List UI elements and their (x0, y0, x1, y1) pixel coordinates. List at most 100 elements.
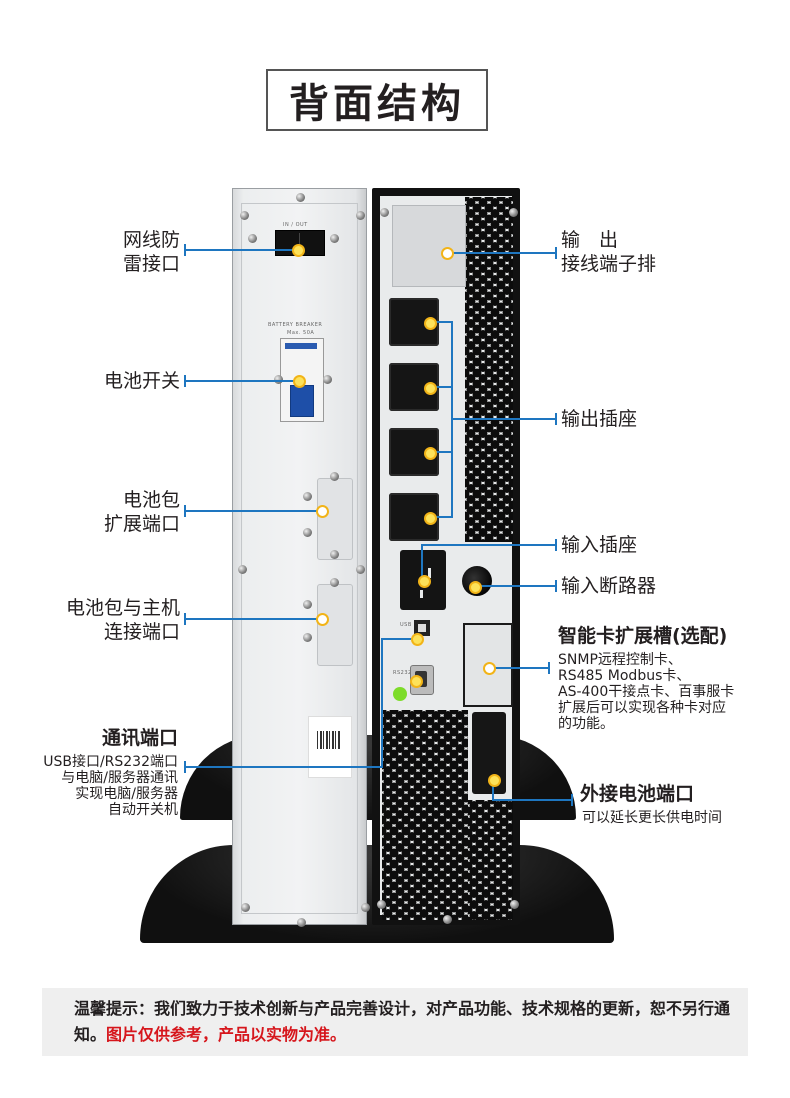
screw-icon (238, 565, 247, 574)
callout-line-battery-host (185, 618, 320, 620)
rj-port-label: IN / OUT (283, 222, 308, 228)
breaker-toggle (290, 385, 314, 417)
callout-line-outlet (434, 516, 452, 518)
label-comm-port-heading: 通讯端口 (101, 727, 178, 749)
callout-dot (424, 447, 437, 460)
callout-dot (418, 575, 431, 588)
usb-label: USB (400, 622, 412, 628)
callout-dot (316, 613, 329, 626)
label-line: 雷接口 (122, 253, 180, 275)
callout-line-lightning (185, 249, 297, 251)
callout-dot (483, 662, 496, 675)
label-line: 自动开关机 (108, 802, 178, 818)
screw-icon (330, 472, 339, 481)
callout-line-ext-battery (492, 799, 572, 801)
label-line: AS-400干接点卡、百事服卡 (558, 684, 735, 700)
label-battery-switch: 电池开关 (40, 369, 180, 393)
label-battery-host-connection-port: 电池包与主机 连接端口 (20, 596, 180, 644)
ventilation-grille-upper (465, 197, 513, 542)
breaker-brand-strip (285, 343, 317, 349)
callout-dot (411, 633, 424, 646)
label-output-sockets: 输出插座 (561, 407, 741, 431)
callout-dot (441, 247, 454, 260)
callout-tick (555, 580, 557, 592)
label-line: 电池包 (122, 489, 180, 511)
label-line: 输出插座 (561, 408, 638, 430)
label-line: 可以延长更长供电时间 (582, 810, 722, 826)
callout-line-comm (185, 766, 382, 768)
label-input-socket: 输入插座 (561, 533, 741, 557)
label-line: RS485 Modbus卡、 (558, 668, 691, 684)
label-comm-port-desc: USB接口/RS232端口 与电脑/服务器通讯 实现电脑/服务器 自动开关机 (10, 754, 178, 818)
label-line: 输入插座 (561, 534, 638, 556)
label-line: 输 出 (561, 229, 619, 251)
callout-line-ext-vertical (492, 779, 494, 800)
screw-icon (510, 900, 519, 909)
notice-normal: 温馨提示：我们致力于技术创新与产品完善设计，对产品功能、技术规格的更新，恕不另行… (74, 999, 731, 1044)
screw-icon (303, 633, 312, 642)
screw-icon (380, 208, 389, 217)
label-line: 电池包与主机 (65, 597, 180, 619)
label-external-battery-port-heading: 外接电池端口 (580, 783, 695, 805)
label-line: 与电脑/服务器通讯 (61, 770, 178, 786)
usb-port (414, 620, 430, 636)
callout-line-terminal (451, 252, 556, 254)
screw-icon (330, 578, 339, 587)
notice-box: 温馨提示：我们致力于技术创新与产品完善设计，对产品功能、技术规格的更新，恕不另行… (42, 988, 748, 1056)
callout-line-battery-expansion (185, 510, 320, 512)
screw-icon (361, 903, 370, 912)
callout-dot (469, 581, 482, 594)
label-output-terminal-block: 输 出 接线端子排 (561, 228, 741, 276)
screw-icon (377, 900, 386, 909)
callout-tick (548, 662, 550, 674)
callout-line-input-vertical (421, 544, 423, 577)
screw-icon (297, 918, 306, 927)
callout-line-outlet (434, 451, 452, 453)
callout-line-outlet (434, 321, 452, 323)
notice-highlight: 图片仅供参考，产品以实物为准。 (106, 1025, 347, 1044)
label-line: 连接端口 (103, 621, 180, 643)
callout-dot (293, 375, 306, 388)
callout-dot (316, 505, 329, 518)
label-line: 网线防 (122, 229, 180, 251)
label-line: 扩展端口 (103, 513, 180, 535)
inlet-pin (428, 568, 431, 578)
callout-tick (555, 413, 557, 425)
label-line: 输入断路器 (561, 575, 657, 597)
barcode (317, 731, 341, 749)
label-line: USB接口/RS232端口 (43, 754, 178, 770)
label-external-battery-port-desc: 可以延长更长供电时间 (582, 810, 782, 826)
callout-line-comm-usb (381, 638, 415, 640)
callout-line-outlets (451, 418, 556, 420)
battery-breaker-label: BATTERY BREAKER (268, 322, 323, 328)
label-line: 接线端子排 (561, 253, 657, 275)
callout-tick (571, 794, 573, 806)
callout-line-input (421, 544, 556, 546)
label-lightning-protection-port: 网线防 雷接口 (60, 228, 180, 276)
inlet-pin (420, 590, 423, 598)
ground-sticker (393, 687, 407, 701)
screw-icon (509, 208, 518, 217)
label-smart-card-slot-desc: SNMP远程控制卡、 RS485 Modbus卡、 AS-400干接点卡、百事服… (558, 652, 788, 732)
callout-line-outlet (434, 386, 452, 388)
screw-icon (303, 600, 312, 609)
callout-line-breaker (479, 585, 556, 587)
screw-icon (356, 211, 365, 220)
callout-line-battery-switch (185, 380, 297, 382)
screw-icon (330, 550, 339, 559)
label-line: 的功能。 (558, 716, 614, 732)
screw-icon (330, 234, 339, 243)
output-terminal-block (392, 205, 466, 287)
screw-icon (296, 193, 305, 202)
label-battery-pack-expansion-port: 电池包 扩展端口 (40, 488, 180, 536)
screw-icon (248, 234, 257, 243)
label-line: 扩展后可以实现各种卡对应 (558, 700, 726, 716)
page-title: 背面结构 (266, 69, 488, 131)
label-input-breaker: 输入断路器 (561, 574, 741, 598)
screw-icon (240, 211, 249, 220)
label-line: SNMP远程控制卡、 (558, 652, 682, 668)
screw-icon (323, 375, 332, 384)
callout-tick (555, 247, 557, 259)
page-title-text: 背面结构 (289, 81, 465, 127)
callout-tick (555, 539, 557, 551)
